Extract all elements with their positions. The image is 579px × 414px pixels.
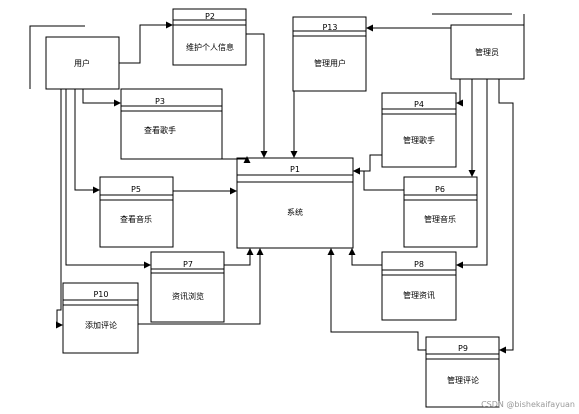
watermark: CSDN @bishekaifayuan <box>481 400 575 409</box>
flow-user-to-p2 <box>119 21 173 64</box>
process-p3-id: P3 <box>155 97 165 106</box>
flow-admin-to-p8 <box>456 79 488 269</box>
process-p10: P10 添加评论 <box>62 282 139 354</box>
process-p13-label: 管理用户 <box>314 58 346 68</box>
process-p2: P2 维护个人信息 <box>172 8 247 66</box>
process-p8: P8 管理资讯 <box>381 251 457 321</box>
process-p7-label: 资讯浏览 <box>172 291 204 301</box>
flow-user-to-p7 <box>65 89 151 269</box>
process-p9-id: P9 <box>458 344 468 353</box>
flow-p9-to-p1 <box>327 248 426 351</box>
process-p9-label: 管理评论 <box>447 375 479 385</box>
process-p2-id: P2 <box>205 12 215 21</box>
flow-p10-to-p1 <box>138 248 264 325</box>
process-p10-id: P10 <box>93 290 108 299</box>
process-p5: P5 查看音乐 <box>99 176 174 248</box>
flow-p4-to-p1 <box>353 154 382 175</box>
flow-p2-to-p1 <box>246 33 268 158</box>
flow-admin-to-p4 <box>456 79 463 107</box>
process-p7-id: P7 <box>183 260 193 269</box>
process-p13-id: P13 <box>322 23 337 32</box>
flow-p7-to-p1 <box>224 248 254 266</box>
process-p5-id: P5 <box>131 185 141 194</box>
process-p6-label: 管理音乐 <box>424 214 456 224</box>
process-p4-label: 管理歌手 <box>403 135 435 145</box>
process-p4: P4 管理歌手 <box>381 92 457 168</box>
process-p6-id: P6 <box>435 185 445 194</box>
entity-user: 用户 <box>29 25 120 90</box>
flow-p8-to-p1 <box>348 248 382 266</box>
process-p8-label: 管理资讯 <box>403 290 435 300</box>
flow-user-to-p3 <box>82 89 121 107</box>
process-p1: P1 系统 <box>236 157 354 249</box>
process-p5-label: 查看音乐 <box>120 214 152 224</box>
flow-user-to-p10 <box>56 89 63 329</box>
flow-admin-to-p9 <box>498 79 514 354</box>
process-p1-id: P1 <box>290 165 300 174</box>
flow-p6-to-p1 <box>353 167 404 191</box>
process-p3: P3 查看歌手 <box>120 88 223 160</box>
process-p9: P9 管理评论 <box>425 336 500 408</box>
process-p8-id: P8 <box>414 260 424 269</box>
flow-user-to-p5 <box>74 89 100 194</box>
entity-admin: 管理员 <box>432 13 525 80</box>
process-p4-id: P4 <box>414 100 424 109</box>
process-p1-label: 系统 <box>287 207 303 217</box>
process-p13: P13 管理用户 <box>292 16 367 92</box>
process-p10-label: 添加评论 <box>85 320 117 330</box>
flow-p3-to-p1 <box>211 156 251 163</box>
process-p2-label: 维护个人信息 <box>186 42 234 52</box>
process-p3-label: 查看歌手 <box>144 125 176 135</box>
process-p6: P6 管理音乐 <box>403 176 478 248</box>
process-p7: P7 资讯浏览 <box>150 251 225 323</box>
entity-user-label: 用户 <box>74 58 90 68</box>
entity-admin-label: 管理员 <box>475 47 499 57</box>
